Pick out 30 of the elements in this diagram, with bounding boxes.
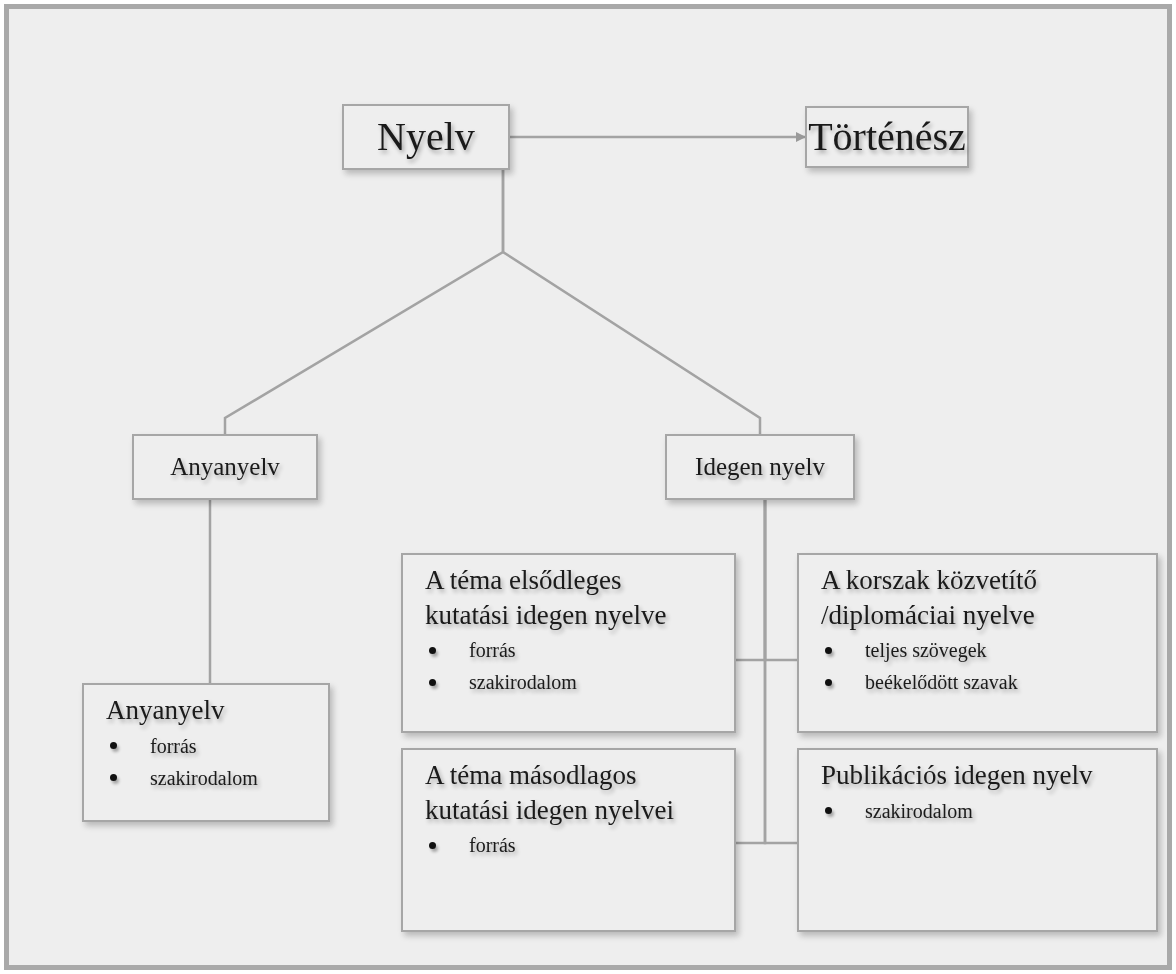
box-title: Történész	[808, 113, 966, 162]
bullet-item: teljes szövegek	[865, 638, 987, 664]
text-box	[401, 553, 736, 733]
box-title: A téma másodlagos kutatási idegen nyelvei	[425, 759, 675, 827]
bullet-item: szakirodalom	[150, 765, 258, 791]
text-box	[797, 748, 1158, 932]
box-title: Publikációs idegen nyelv	[821, 759, 1094, 792]
box-title: Anyanyelv	[170, 452, 280, 482]
bullet-item: forrás	[469, 833, 516, 859]
text-box	[665, 434, 855, 500]
bullet-item: forrás	[150, 733, 197, 759]
text-box	[805, 106, 969, 168]
text-box	[797, 553, 1158, 733]
box-title: Idegen nyelv	[695, 452, 825, 482]
box-title: Nyelv	[377, 113, 475, 162]
box-title: A téma elsődleges kutatási idegen nyelve	[425, 564, 668, 632]
arrow	[510, 132, 806, 142]
text-box	[82, 683, 330, 822]
box-title: A korszak közvetítő /diplomáciai nyelve	[821, 564, 1038, 632]
connector-line	[501, 170, 762, 434]
text-box	[401, 748, 736, 932]
bullet-item: forrás	[469, 638, 516, 664]
bullet-item: szakirodalom	[865, 798, 973, 824]
bullet-item: szakirodalom	[469, 670, 577, 696]
connector-line	[763, 500, 797, 845]
text-box	[132, 434, 318, 500]
connector-line	[208, 500, 212, 683]
text-box	[342, 104, 510, 170]
bullet-item: beékelődött szavak	[865, 670, 1018, 696]
box-title: Anyanyelv	[106, 694, 226, 727]
